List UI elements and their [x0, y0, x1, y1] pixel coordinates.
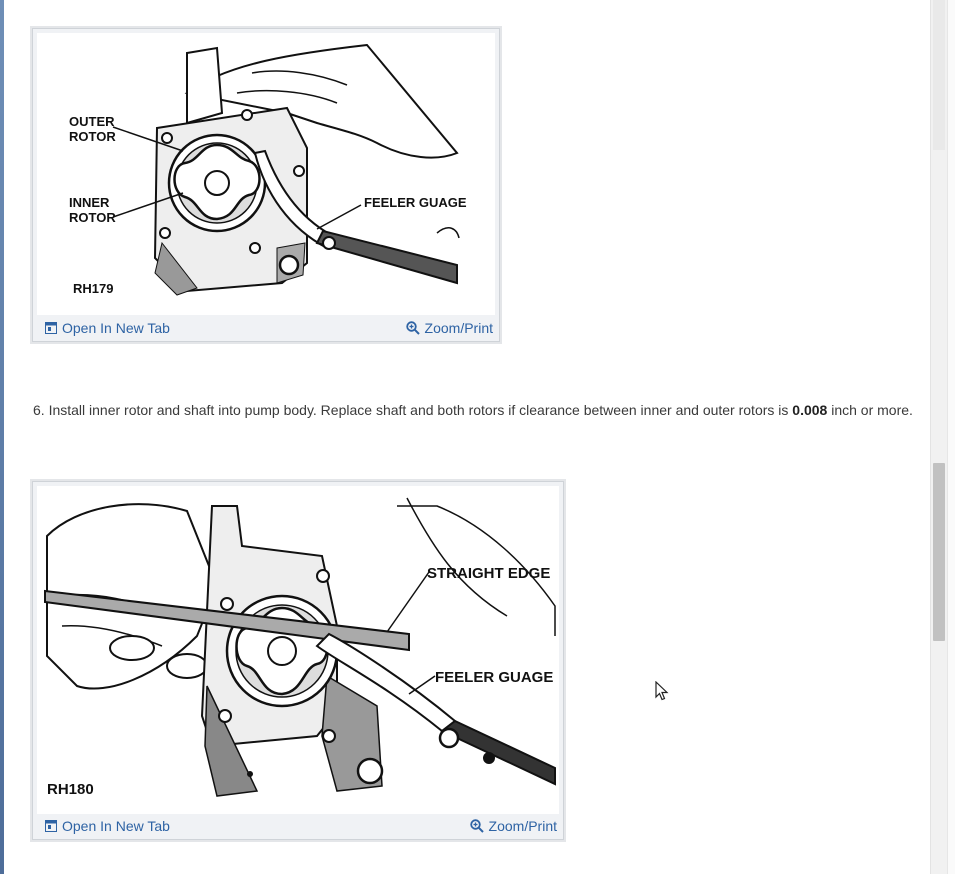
open-in-new-tab-link[interactable]: Open In New Tab	[45, 320, 170, 336]
label-inner-rotor-1: INNER	[69, 195, 110, 210]
figure-rh179-image[interactable]: OUTER ROTOR INNER ROTOR FEELER GUAGE RH1…	[37, 33, 495, 315]
label-feeler-gauge: FEELER GUAGE	[364, 195, 467, 210]
figure-rh179: OUTER ROTOR INNER ROTOR FEELER GUAGE RH1…	[32, 28, 500, 342]
label-outer-rotor-2: ROTOR	[69, 129, 116, 144]
open-in-new-tab-link[interactable]: Open In New Tab	[45, 818, 170, 834]
rotor-end-clearance-illustration: STRAIGHT EDGE FEELER GUAGE RH180	[44, 497, 556, 798]
step-6-prefix: 6. Install inner rotor and shaft into pu…	[33, 402, 789, 418]
step-6-suffix: inch or more.	[831, 402, 913, 418]
window-right-edge	[947, 0, 955, 874]
open-in-new-tab-label: Open In New Tab	[62, 320, 170, 336]
label-figure-code: RH180	[47, 781, 94, 798]
label-straight-edge: STRAIGHT EDGE	[427, 565, 550, 582]
zoom-print-link[interactable]: Zoom/Print	[405, 320, 493, 336]
zoom-magnifier-icon	[469, 819, 484, 833]
open-new-tab-icon	[45, 820, 57, 832]
figure-rh180-toolbar: Open In New Tab Zoom/Print	[33, 815, 563, 837]
zoom-print-link[interactable]: Zoom/Print	[469, 818, 557, 834]
label-inner-rotor-2: ROTOR	[69, 210, 116, 225]
zoom-print-label: Zoom/Print	[488, 818, 557, 834]
label-feeler-gauge: FEELER GUAGE	[435, 669, 553, 686]
step-6-text: 6. Install inner rotor and shaft into pu…	[33, 400, 913, 421]
figure-rh180: STRAIGHT EDGE FEELER GUAGE RH180 Open In…	[32, 481, 564, 840]
open-new-tab-icon	[45, 322, 57, 334]
zoom-magnifier-icon	[405, 321, 420, 335]
mouse-pointer-icon	[655, 681, 669, 701]
label-outer-rotor-1: OUTER	[69, 114, 115, 129]
oil-pump-rotor-illustration: OUTER ROTOR INNER ROTOR FEELER GUAGE RH1…	[69, 43, 467, 296]
open-in-new-tab-label: Open In New Tab	[62, 818, 170, 834]
window-edge	[0, 0, 4, 874]
zoom-print-label: Zoom/Print	[424, 320, 493, 336]
vertical-scrollbar[interactable]	[930, 0, 955, 874]
figure-rh179-toolbar: Open In New Tab Zoom/Print	[33, 317, 499, 339]
clearance-value: 0.008	[792, 402, 828, 418]
scrollbar-thumb[interactable]	[933, 463, 945, 641]
article-content: OUTER ROTOR INNER ROTOR FEELER GUAGE RH1…	[32, 28, 913, 840]
figure-rh180-image[interactable]: STRAIGHT EDGE FEELER GUAGE RH180	[37, 486, 559, 814]
scrollbar-track-upper[interactable]	[933, 0, 945, 150]
label-figure-code: RH179	[73, 281, 113, 296]
